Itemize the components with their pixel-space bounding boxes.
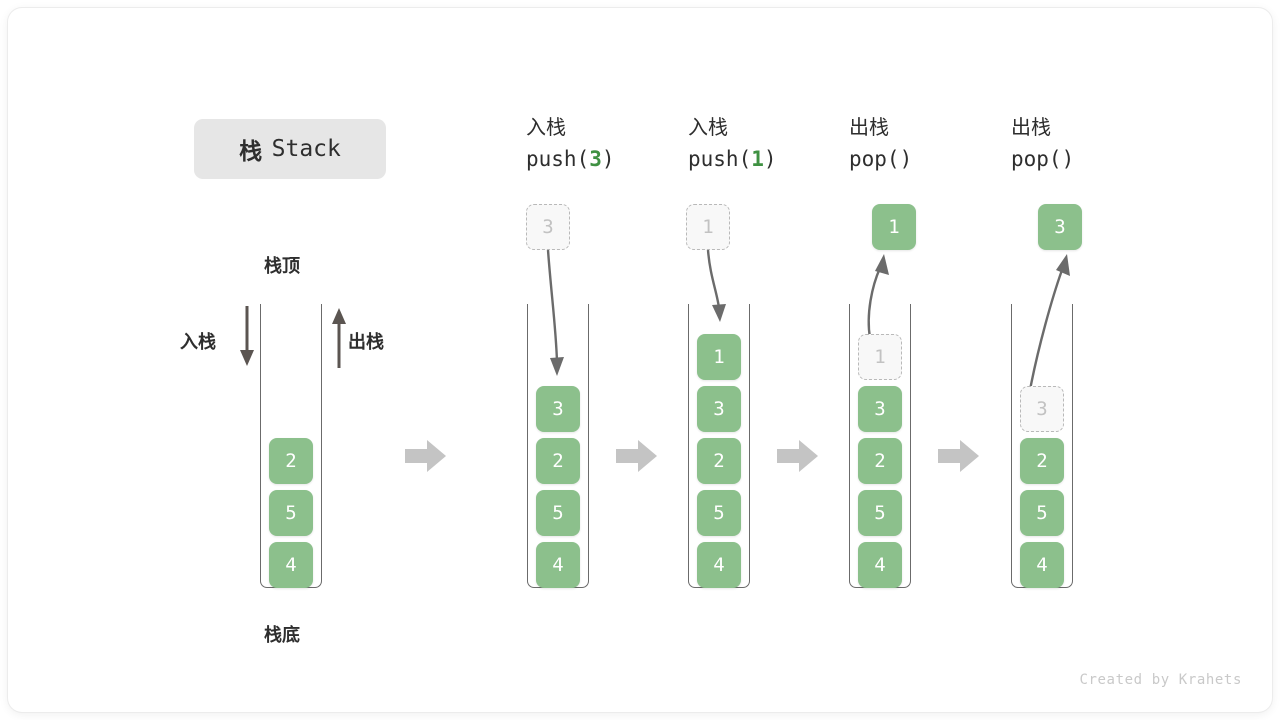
stack-container-pop-1: 1 3 2 5 4 (849, 304, 911, 588)
stack-cell: 4 (858, 542, 902, 588)
stack-cell: 4 (269, 542, 313, 588)
stack-cell: 5 (858, 490, 902, 536)
push-motion-arrow-icon (546, 249, 564, 376)
title-badge: 栈 Stack (194, 119, 386, 179)
transition-arrow-icon (938, 440, 979, 472)
header-operation-cjk: 入栈 (688, 117, 728, 139)
stack-cell: 2 (269, 438, 313, 484)
popped-value-cell: 1 (872, 204, 916, 250)
stack-cell-removed: 1 (858, 334, 902, 380)
diagram-card: 栈 Stack 栈顶 栈底 入栈 出栈 2 5 4 入栈 push(3) 3 3… (8, 8, 1272, 712)
stack-cell: 5 (1020, 490, 1064, 536)
stack-cell: 4 (1020, 542, 1064, 588)
stack-container-initial: 2 5 4 (260, 304, 322, 588)
stack-cell: 2 (536, 438, 580, 484)
popped-value-cell: 3 (1038, 204, 1082, 250)
header-operation-cjk: 出栈 (1011, 117, 1051, 139)
stack-cell: 3 (697, 386, 741, 432)
transition-arrow-icon (405, 440, 446, 472)
stack-container-push-3: 3 2 5 4 (527, 304, 589, 588)
transition-arrow-icon (777, 440, 818, 472)
stack-cell: 3 (858, 386, 902, 432)
stack-cell: 2 (858, 438, 902, 484)
pop-motion-arrow-icon (867, 254, 889, 339)
stack-cell: 2 (697, 438, 741, 484)
stack-cell: 1 (697, 334, 741, 380)
stack-container-pop-3: 3 2 5 4 (1011, 304, 1073, 588)
column-header-push-3: 入栈 push(3) (526, 113, 615, 175)
watermark: Created by Krahets (1079, 672, 1242, 688)
stack-container-push-1: 1 3 2 5 4 (688, 304, 750, 588)
header-operation-code: pop() (1011, 147, 1075, 171)
header-operation-cjk: 入栈 (526, 117, 566, 139)
header-operation-code: push(3) (526, 147, 615, 171)
header-operation-code: push(1) (688, 147, 777, 171)
column-header-pop-1: 出栈 pop() (849, 113, 912, 175)
stack-cell: 4 (697, 542, 741, 588)
pop-direction-arrow-icon (332, 308, 346, 368)
stack-cell: 3 (536, 386, 580, 432)
header-operation-code: pop() (849, 147, 913, 171)
pop-side-label: 出栈 (348, 332, 384, 352)
transition-arrow-icon (616, 440, 657, 472)
floating-ghost-cell: 1 (686, 204, 730, 250)
stack-bottom-label: 栈底 (264, 625, 300, 645)
push-motion-arrow-icon (706, 249, 726, 322)
column-header-pop-3: 出栈 pop() (1011, 113, 1074, 175)
stack-top-label: 栈顶 (264, 256, 300, 276)
push-direction-arrow-icon (240, 306, 254, 366)
stack-cell: 5 (536, 490, 580, 536)
header-operation-cjk: 出栈 (849, 117, 889, 139)
stack-cell: 5 (697, 490, 741, 536)
column-header-push-1: 入栈 push(1) (688, 113, 777, 175)
stack-cell-removed: 3 (1020, 386, 1064, 432)
push-side-label: 入栈 (180, 332, 216, 352)
title-latin: Stack (271, 136, 341, 162)
stack-cell: 2 (1020, 438, 1064, 484)
floating-ghost-cell: 3 (526, 204, 570, 250)
title-cjk: 栈 (239, 138, 263, 164)
pop-motion-arrow-icon (1028, 254, 1070, 391)
stack-cell: 4 (536, 542, 580, 588)
stack-cell: 5 (269, 490, 313, 536)
